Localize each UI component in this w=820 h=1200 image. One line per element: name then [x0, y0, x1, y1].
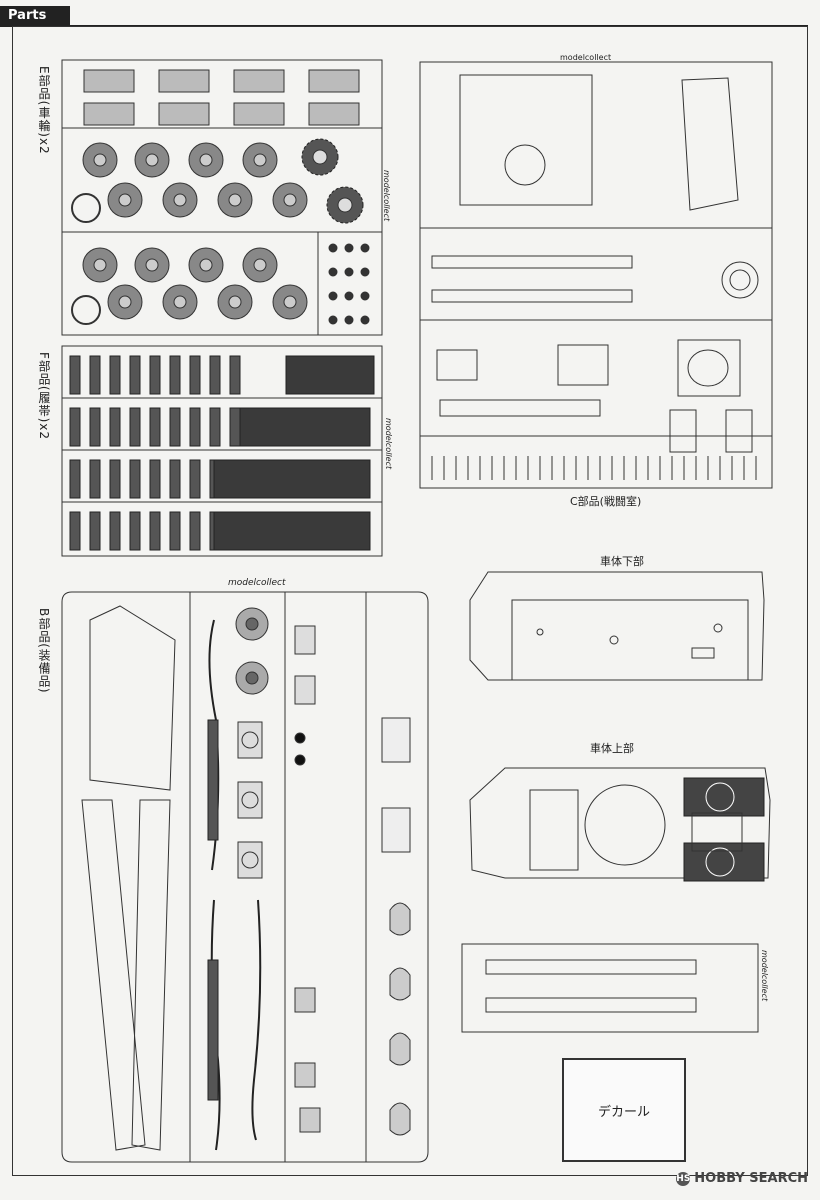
sprue-c-frame [419, 61, 773, 489]
upper-hull-outline [469, 767, 771, 879]
sprue-c-pins [431, 456, 757, 480]
sprue-f-brand: modelcollect [384, 418, 393, 470]
sprue-f-tracks [69, 355, 375, 551]
sprue-e-frame [61, 59, 383, 336]
sprue-b-parts [207, 607, 411, 1151]
sprue-f-frame [61, 345, 383, 557]
page-frame [12, 26, 808, 1176]
decal-sheet: デカール [562, 1058, 686, 1162]
sprue-e-label: E部品(車輪)x2 [37, 66, 51, 155]
sprue-b-brand: modelcollect [228, 578, 286, 588]
watermark: HS HOBBY SEARCH [676, 1171, 808, 1186]
sprue-c-caption: C部品(戦闘室) [570, 495, 642, 508]
watermark-text: HOBBY SEARCH [694, 1171, 808, 1186]
lower-hull-outline [469, 571, 765, 681]
sprue-f-label: F部品(履帯)x2 [37, 352, 51, 441]
sprue-d-frame [461, 943, 759, 1033]
sprue-b-label: B部品(装備品) [37, 608, 51, 694]
sprue-d-brand: modelcollect [760, 950, 769, 1002]
sprue-c-tag: modelcollect [560, 53, 611, 62]
page-title: Parts [0, 6, 70, 26]
sprue-b-frame [61, 591, 429, 1163]
sprue-e-brand: modelcollect [382, 170, 391, 222]
upper-hull-caption: 車体上部 [590, 742, 634, 755]
hobby-search-logo-icon: HS [676, 1171, 691, 1186]
decal-label: デカール [597, 1104, 650, 1120]
sprue-e-wheels [71, 69, 370, 325]
lower-hull-caption: 車体下部 [600, 555, 644, 568]
